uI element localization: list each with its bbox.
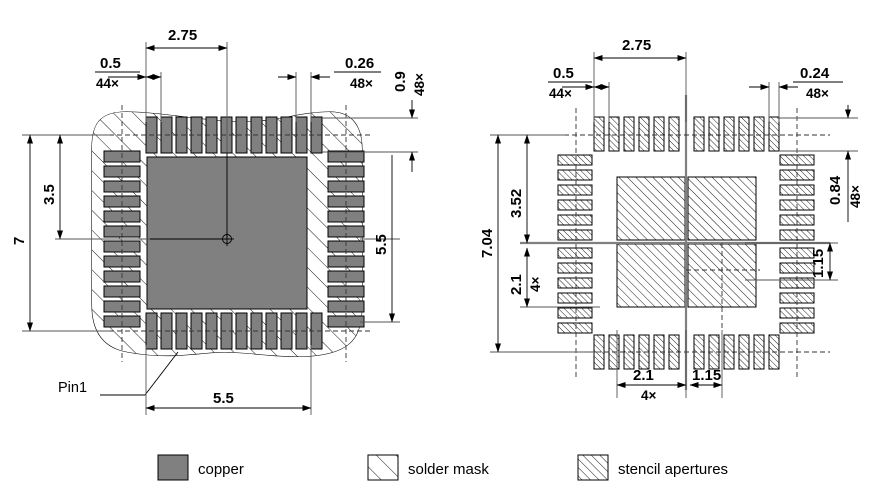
aperture-top-9 <box>723 116 735 152</box>
dim-qty-0.84-right: 48× <box>848 185 863 208</box>
dim-7.04-right: 7.04 <box>479 134 600 353</box>
aperture-top-5 <box>653 116 665 152</box>
dim-qty-0.24-right: 48× <box>806 86 829 101</box>
right-left-aperture-column <box>557 154 593 334</box>
dim-label-1.15-bottom-right: 1.15 <box>692 367 721 384</box>
aperture-top-6 <box>668 116 680 152</box>
pin1-label: Pin1 <box>58 380 87 396</box>
dim-2.1-bottom-right: 2.1 4× <box>616 330 687 403</box>
legend-swatch-copper <box>157 454 189 481</box>
dim-5.5-bottom-left-view: 5.5 <box>145 345 312 415</box>
dim-qty-2.1-vertical-right: 4× <box>528 276 543 292</box>
right-view-group: 2.75 0.5 44× 0.24 48× <box>479 37 863 403</box>
legend-swatch-solder-mask <box>367 454 399 481</box>
aperture-top-11 <box>753 116 765 152</box>
aperture-top-4 <box>638 116 650 152</box>
dim-label-5.5-right-left-view: 5.5 <box>373 234 390 255</box>
legend-swatch-stencil-apertures <box>577 454 609 481</box>
legend-label-solder-mask: solder mask <box>408 461 489 478</box>
dim-label-0.24-right: 0.24 <box>800 65 830 82</box>
dim-qty-0.5-right: 44× <box>549 86 572 101</box>
dim-0.84-right: 0.84 48× <box>779 105 863 222</box>
legend-label-copper: copper <box>198 461 244 478</box>
dim-label-2.75-left: 2.75 <box>168 27 197 44</box>
aperture-left-2 <box>557 169 593 181</box>
dim-label-3.52-right: 3.52 <box>508 189 525 218</box>
dim-label-3.5-left: 3.5 <box>41 184 58 205</box>
center-aperture-bottom-left <box>616 243 686 308</box>
aperture-left-3 <box>557 184 593 196</box>
dim-0.24-right: 0.24 48× <box>749 65 843 122</box>
dim-2.1-vertical-right: 2.1 4× <box>508 247 600 308</box>
aperture-left-4 <box>557 199 593 211</box>
dim-2.75-right: 2.75 <box>593 37 687 122</box>
aperture-top-10 <box>738 116 750 152</box>
dim-label-1.15-right-vertical: 1.15 <box>810 249 827 278</box>
center-aperture-top-right <box>687 176 757 241</box>
dim-1.15-bottom-right: 1.15 <box>689 330 723 398</box>
aperture-top-7 <box>693 116 705 152</box>
aperture-left-11 <box>557 307 593 319</box>
legend-group: copper solder mask stencil apertures <box>157 454 728 481</box>
left-view-group: Pin1 2.75 0.5 44× <box>11 27 427 415</box>
dim-3.5-left: 3.5 <box>41 134 150 240</box>
dim-label-0.5-left: 0.5 <box>100 55 121 72</box>
dim-label-5.5-bottom-left-view: 5.5 <box>213 390 234 407</box>
right-top-aperture-row <box>593 116 780 152</box>
dim-qty-0.26-left: 48× <box>350 76 373 91</box>
aperture-top-8 <box>708 116 720 152</box>
aperture-left-10 <box>557 292 593 304</box>
dim-label-2.1-bottom-right: 2.1 <box>633 367 654 384</box>
dim-0.5-right: 0.5 44× <box>548 65 610 122</box>
dim-label-7.04-right: 7.04 <box>479 228 496 258</box>
aperture-top-2 <box>608 116 620 152</box>
dim-5.5-right-left-view: 5.5 <box>360 155 400 323</box>
dim-label-0.9-left: 0.9 <box>392 71 409 92</box>
dim-1.15-right-vertical: 1.15 <box>745 242 838 281</box>
dim-0.26-left: 0.26 48× <box>278 55 381 122</box>
aperture-left-6 <box>557 229 593 241</box>
dim-qty-0.5-left: 44× <box>96 76 119 91</box>
dim-label-0.26-left: 0.26 <box>345 55 374 72</box>
dim-label-2.1-vertical-right: 2.1 <box>508 274 525 295</box>
aperture-top-3 <box>623 116 635 152</box>
center-aperture-top-left <box>616 176 686 241</box>
dim-2.75-left: 2.75 <box>145 27 228 152</box>
dim-label-0.5-right: 0.5 <box>553 65 574 82</box>
aperture-left-9 <box>557 277 593 289</box>
dim-label-7-left: 7 <box>11 237 28 245</box>
aperture-top-1 <box>593 116 605 152</box>
dim-label-2.75-right: 2.75 <box>622 37 651 54</box>
aperture-left-5 <box>557 214 593 226</box>
aperture-left-12 <box>557 322 593 334</box>
aperture-top-12 <box>768 116 780 152</box>
aperture-left-1 <box>557 154 593 166</box>
dim-qty-0.9-left: 48× <box>412 73 427 96</box>
legend-label-stencil-apertures: stencil apertures <box>618 461 728 478</box>
dim-0.9-left: 0.9 48× <box>322 71 427 172</box>
dim-3.52-right: 3.52 <box>508 134 530 244</box>
aperture-left-8 <box>557 262 593 274</box>
pin1-callout: Pin1 <box>58 351 179 396</box>
dim-7-left: 7 <box>11 134 110 332</box>
aperture-left-7 <box>557 247 593 259</box>
dim-0.5-left: 0.5 44× <box>95 55 162 122</box>
dim-label-0.84-right: 0.84 <box>827 175 844 205</box>
dim-qty-2.1-bottom-right: 4× <box>641 388 657 403</box>
